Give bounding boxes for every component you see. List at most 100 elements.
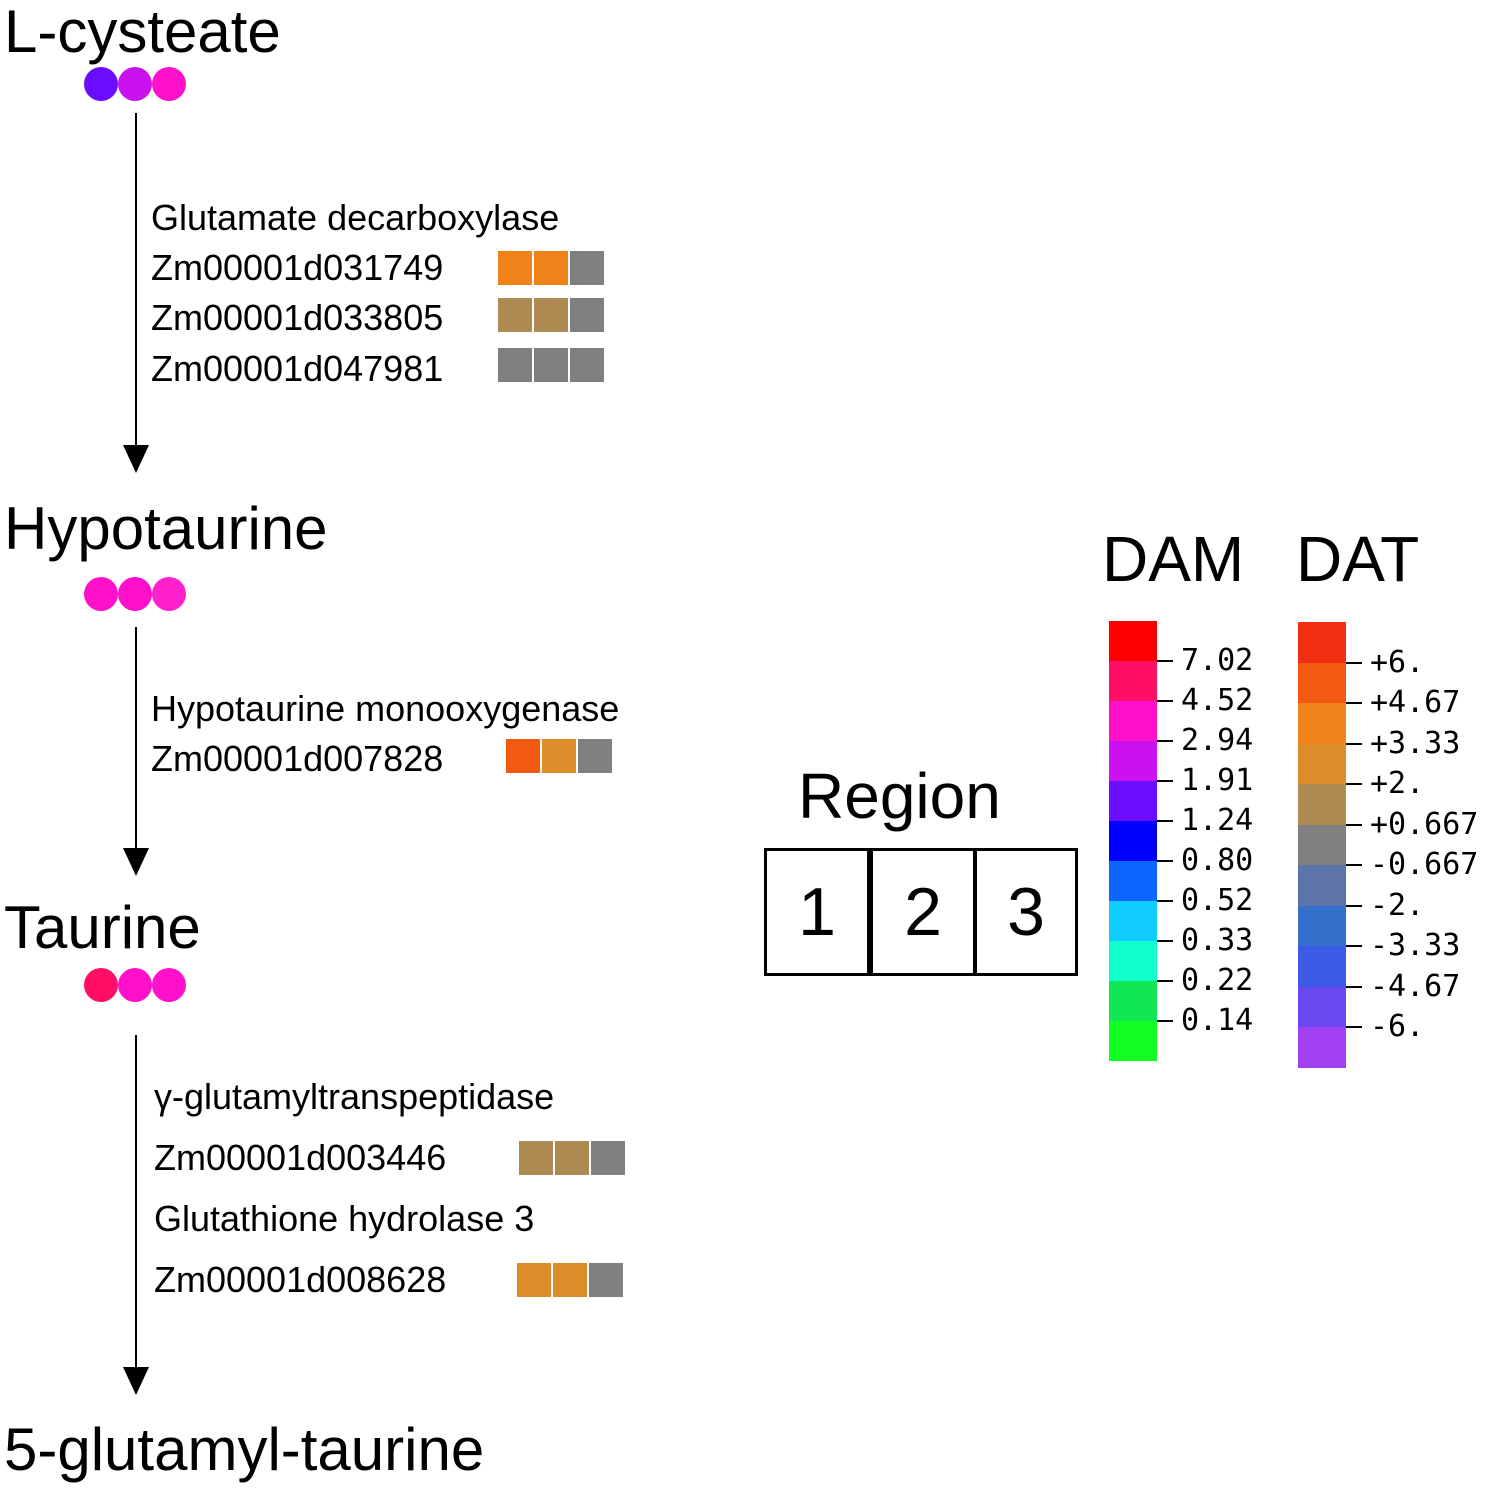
tick-label: 0.33 — [1181, 923, 1254, 958]
dat-scale-label: -6. — [1346, 1012, 1424, 1042]
gene-id: Zm00001d003446 — [154, 1137, 447, 1178]
dam-scale-label: 1.91 — [1157, 766, 1253, 796]
tick-mark — [1157, 860, 1173, 862]
tick-mark — [1157, 780, 1173, 782]
dam-scale-cell — [1109, 741, 1157, 781]
tick-label: -3.33 — [1370, 928, 1461, 963]
tick-mark — [1346, 742, 1362, 745]
gene-id: Zm00001d033805 — [151, 297, 444, 338]
metabolite-name-5-glutamyl-taurine: 5-glutamyl-taurine — [4, 1416, 485, 1483]
tick-mark — [1346, 702, 1362, 704]
dat-scale-cell — [1298, 865, 1346, 906]
gene-expression-squares — [517, 1263, 623, 1297]
metabolite-dots-taurine — [84, 968, 186, 1002]
dam-scale-cell — [1109, 1021, 1157, 1061]
region-box-1: 1 — [764, 848, 870, 976]
gene-expression-squares — [498, 298, 604, 332]
expression-square — [555, 1141, 589, 1175]
dam-scale-label: 0.33 — [1157, 926, 1253, 956]
dam-scale-cell — [1109, 861, 1157, 901]
dam-scale-label: 0.14 — [1157, 1006, 1253, 1036]
dam-scale-cell — [1109, 821, 1157, 861]
tick-label: 0.22 — [1181, 963, 1254, 998]
tick-mark — [1346, 945, 1362, 947]
region-dot — [152, 577, 186, 611]
tick-mark — [1346, 783, 1362, 785]
dam-scale-cell — [1109, 941, 1157, 981]
expression-square — [578, 739, 612, 773]
tick-mark — [1157, 940, 1173, 942]
expression-square — [498, 251, 532, 285]
metabolite-dots-hypotaurine — [84, 577, 186, 611]
legend-title-dam: DAM — [1102, 523, 1245, 595]
expression-square — [517, 1263, 551, 1297]
enzyme-name: Glutamate decarboxylase — [151, 197, 560, 238]
tick-label: -0.667 — [1370, 847, 1479, 882]
gene-expression-squares — [506, 739, 612, 773]
expression-square — [534, 298, 568, 332]
tick-mark — [1157, 980, 1173, 982]
expression-square — [542, 739, 576, 773]
region-dot — [84, 67, 118, 101]
tick-label: 1.91 — [1181, 763, 1254, 798]
expression-square — [519, 1141, 553, 1175]
region-title: Region — [798, 760, 1001, 832]
tick-mark — [1346, 864, 1362, 866]
dat-scale-cell — [1298, 743, 1346, 784]
region-dot — [118, 968, 152, 1002]
metabolite-name-taurine: Taurine — [4, 894, 201, 961]
tick-label: 4.52 — [1181, 683, 1254, 718]
legend-title-dat: DAT — [1296, 523, 1420, 595]
gene-id: Zm00001d007828 — [151, 738, 444, 779]
dat-scale-cell — [1298, 622, 1346, 663]
dam-scale-cell — [1109, 901, 1157, 941]
dat-scale-label: +4.67 — [1346, 688, 1460, 718]
enzyme-name: Hypotaurine monooxygenase — [151, 688, 620, 729]
gene-id: Zm00001d008628 — [154, 1259, 447, 1300]
pathway-arrow-line — [135, 627, 137, 849]
dat-scale-label: +3.33 — [1346, 728, 1460, 759]
gene-id: Zm00001d047981 — [151, 348, 444, 389]
tick-label: +6. — [1370, 644, 1425, 680]
dat-scale-label: -3.33 — [1346, 931, 1460, 961]
metabolite-name-l-cysteate: L-cysteate — [4, 0, 281, 65]
expression-square — [498, 348, 532, 382]
expression-square — [506, 739, 540, 773]
dat-scale-cell — [1298, 662, 1346, 703]
arrowhead-icon — [123, 445, 149, 473]
dam-scale-cell — [1109, 781, 1157, 821]
pathway-arrow-line — [135, 1035, 137, 1370]
region-dot — [152, 67, 186, 101]
dam-scale-label: 1.24 — [1157, 806, 1253, 836]
dat-scale-label: +2. — [1346, 769, 1424, 799]
metabolite-name-hypotaurine: Hypotaurine — [4, 495, 328, 562]
tick-label: 1.24 — [1181, 803, 1254, 838]
tick-label: -4.67 — [1370, 968, 1461, 1004]
dam-scale-label: 0.80 — [1157, 846, 1253, 876]
expression-square — [570, 251, 604, 285]
dam-scale-label: 7.02 — [1157, 646, 1253, 676]
expression-square — [570, 298, 604, 332]
dam-scale-cell — [1109, 621, 1157, 661]
gene-expression-squares — [498, 348, 604, 382]
tick-label: +0.667 — [1370, 806, 1479, 842]
arrowhead-icon — [123, 1367, 149, 1395]
gene-expression-squares — [498, 251, 604, 285]
gene-id: Zm00001d031749 — [151, 247, 444, 288]
expression-square — [570, 348, 604, 382]
dat-scale-cell — [1298, 946, 1346, 987]
tick-mark — [1157, 900, 1173, 902]
gene-expression-squares — [519, 1141, 625, 1175]
metabolite-dots-l-cysteate — [84, 67, 186, 101]
region-dot — [118, 67, 152, 101]
dat-scale-label: +6. — [1346, 644, 1425, 680]
dam-scale-label: 4.52 — [1157, 686, 1253, 716]
dam-scale-cell — [1109, 701, 1157, 741]
tick-label: 0.52 — [1181, 883, 1254, 918]
tick-mark — [1346, 1026, 1362, 1028]
tick-label: 0.14 — [1181, 1003, 1254, 1038]
tick-mark — [1346, 985, 1362, 988]
tick-label: -2. — [1370, 887, 1425, 923]
dat-scale-cell — [1298, 1027, 1346, 1068]
region-dot — [84, 577, 118, 611]
